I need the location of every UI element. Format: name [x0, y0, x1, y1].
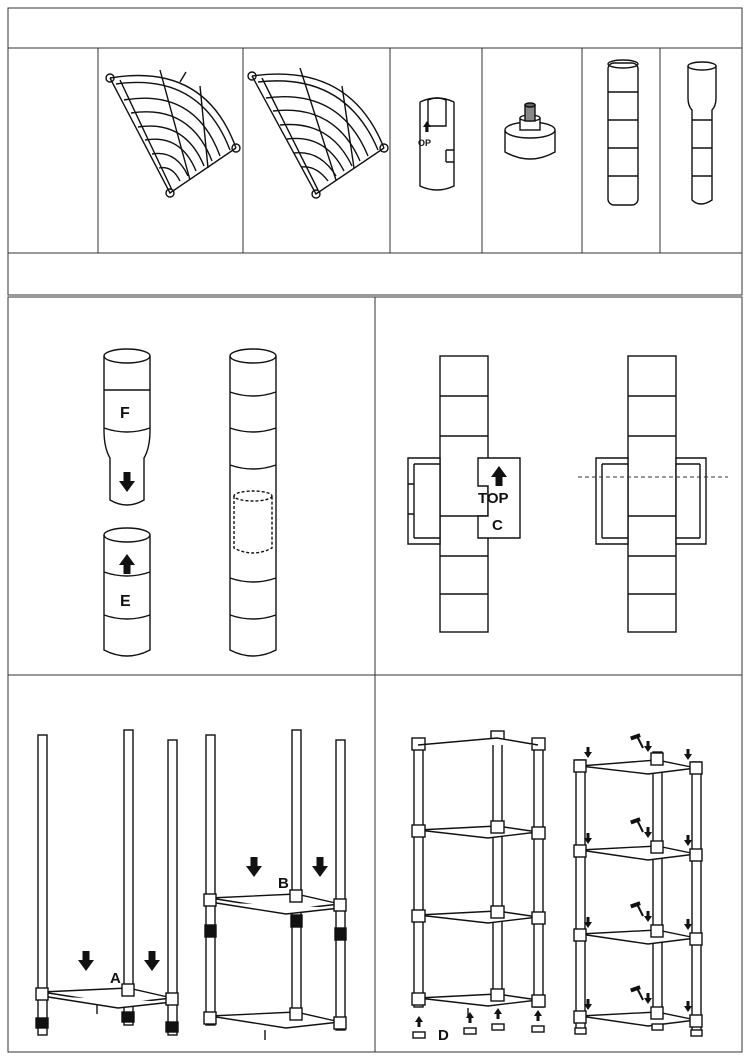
arrow-up-icon	[466, 1012, 474, 1023]
feet-label-d: D	[438, 1027, 449, 1044]
straight-pole-part	[607, 59, 639, 206]
arrow-down-icon	[644, 827, 652, 838]
arrow-down-icon	[144, 951, 160, 971]
arrow-down-icon	[584, 747, 592, 758]
step-first-shelf	[35, 729, 179, 1036]
shelf-label-a: A	[110, 970, 121, 987]
arrow-down-icon	[684, 835, 692, 846]
arrow-down-icon	[246, 857, 262, 877]
clip-top-label: TOP	[478, 490, 509, 507]
pole-label-e: E	[120, 593, 131, 610]
hammer-icon	[629, 984, 644, 1001]
hammer-icon	[629, 900, 644, 917]
pole-label-f: F	[120, 405, 130, 422]
arrow-down-icon	[644, 911, 652, 922]
feet-up-arrows	[415, 1008, 542, 1027]
step-clip-sleeve	[407, 355, 707, 633]
clip-c-label: C	[492, 517, 503, 534]
arrow-up-icon	[423, 121, 431, 132]
corner-shelf-part-1	[105, 69, 241, 198]
step-feet	[411, 730, 703, 1039]
step-grid	[7, 296, 743, 1053]
hammer-icon	[629, 732, 644, 749]
corner-shelf-part-2	[247, 67, 389, 199]
arrow-down-icon	[684, 919, 692, 930]
leveling-foot-part	[504, 102, 556, 160]
step-second-shelf	[203, 729, 347, 1040]
arrow-up-icon	[415, 1016, 423, 1027]
shelf-label-b: B	[278, 875, 289, 892]
arrow-down-icon	[78, 951, 94, 971]
arrow-down-icon	[684, 749, 692, 760]
arrow-up-icon	[534, 1010, 542, 1021]
parts-table	[7, 7, 743, 296]
step-pole-connect	[103, 348, 277, 657]
arrow-down-icon	[684, 1001, 692, 1012]
arrow-down-icon	[119, 472, 135, 492]
arrow-down-icon	[644, 741, 652, 752]
hammer-icon	[629, 816, 644, 833]
clip-sleeve-label: OP	[418, 138, 431, 148]
arrow-down-icon	[312, 857, 328, 877]
arrow-up-icon	[119, 554, 135, 574]
tapered-pole-part	[687, 61, 717, 205]
arrow-up-icon	[494, 1008, 502, 1019]
arrow-down-icon	[644, 993, 652, 1004]
hammer-markers	[584, 732, 692, 1012]
